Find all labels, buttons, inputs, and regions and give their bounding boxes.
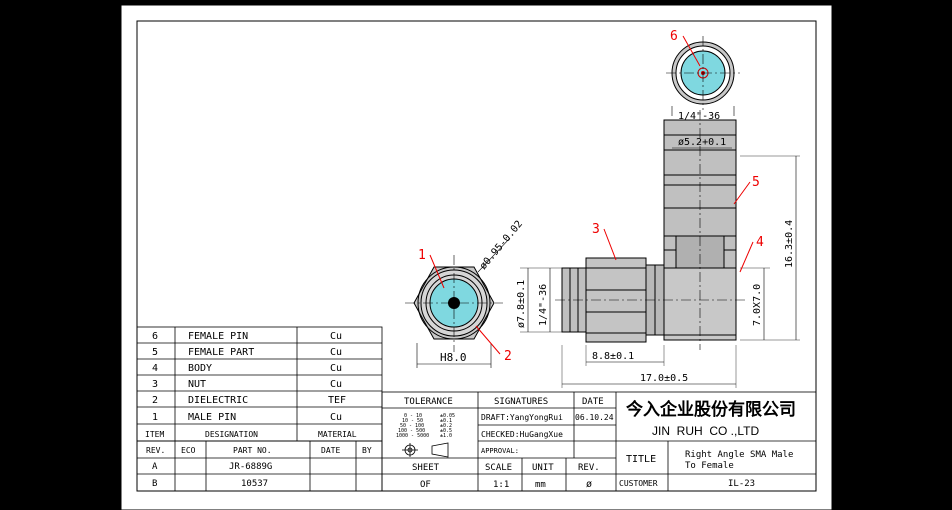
bom-item: 1 — [152, 412, 158, 423]
bom-material: TEF — [328, 395, 346, 406]
callout-4: 4 — [756, 235, 764, 250]
scale-value: 1:1 — [493, 480, 509, 490]
checked-signature: CHECKED:HuGangXue — [481, 430, 563, 439]
bom-header-designation: DESIGNATION — [205, 430, 258, 439]
rev-header-rev: REV. — [146, 446, 165, 455]
unit-value: mm — [535, 480, 546, 490]
company-name-en: JIN RUH CO .,LTD — [652, 424, 759, 438]
customer-value: IL-23 — [728, 479, 755, 489]
draft-signature: DRAFT:YangYongRui — [481, 413, 563, 422]
bom-material: Cu — [330, 347, 342, 358]
rev-row-b-partno: 10537 — [241, 479, 268, 489]
bom-table — [136, 326, 383, 442]
callout-leaders — [429, 35, 754, 355]
rev-row-a-partno: JR-6889G — [229, 462, 272, 472]
bom-material: Cu — [330, 379, 342, 390]
outer-frame — [120, 4, 833, 510]
rev-header-partno: PART NO. — [233, 446, 272, 455]
bom-designation: DIELECTRIC — [188, 395, 248, 406]
dim-body-sq: 7.0X7.0 — [752, 284, 763, 326]
dim-nut-thread: 1/4"-36 — [538, 284, 549, 326]
rev-value: ø — [586, 479, 592, 490]
bom-designation: FEMALE PIN — [188, 331, 248, 342]
bom-designation: MALE PIN — [188, 412, 236, 423]
title-line-1: Right Angle SMA Male — [685, 450, 793, 460]
draft-date: 06.10.24 — [575, 413, 614, 422]
title-block-grid — [381, 391, 817, 492]
rev-header-by: BY — [362, 446, 372, 455]
rev-row-a: A — [152, 462, 158, 472]
tolerance-value: ±0.2 — [440, 423, 452, 429]
date-label: DATE — [582, 397, 604, 407]
unit-label: UNIT — [532, 463, 554, 473]
title-label: TITLE — [626, 454, 656, 465]
callout-6: 6 — [670, 29, 678, 44]
callout-2: 2 — [504, 349, 512, 364]
dim-top-thread: 1/4"-36 — [678, 111, 720, 122]
dim-nut-dia: ø7.8±0.1 — [516, 280, 527, 328]
tolerance-label: TOLERANCE — [404, 397, 453, 407]
tolerance-range: 100 - 500 — [398, 428, 425, 434]
tolerance-range: 10 - 50 — [402, 418, 423, 424]
tolerance-range: 50 - 100 — [400, 423, 424, 429]
rev-label: REV. — [578, 463, 600, 473]
rev-header-date: DATE — [321, 446, 340, 455]
bom-header-material: MATERIAL — [318, 430, 357, 439]
bom-item: 5 — [152, 347, 158, 358]
revision-table — [136, 440, 383, 492]
bom-designation: NUT — [188, 379, 206, 390]
callout-1: 1 — [418, 248, 426, 263]
title-line-2: To Female — [685, 461, 734, 471]
bom-designation: FEMALE PART — [188, 347, 254, 358]
company-name-cn: 今入企业股份有限公司 — [626, 399, 796, 419]
rev-header-eco: ECO — [181, 446, 196, 455]
tolerance-value: ±0.5 — [440, 428, 452, 434]
dim-len-170: 17.0±0.5 — [640, 373, 688, 384]
scale-label: SCALE — [485, 463, 512, 473]
tolerance-value: ±1.0 — [440, 433, 452, 439]
tolerance-value: ±0.1 — [440, 418, 452, 424]
tolerance-range: 0 - 10 — [404, 413, 422, 419]
sheet-value: OF — [420, 480, 431, 490]
dim-inner-dia: ø5.2+0.1 — [678, 137, 726, 148]
approval-signature: APPROVAL: — [481, 447, 519, 455]
signatures-label: SIGNATURES — [494, 397, 548, 407]
hex-end-view — [405, 237, 511, 368]
rev-row-b: B — [152, 479, 157, 489]
callout-3: 3 — [592, 222, 600, 237]
bom-designation: BODY — [188, 363, 212, 374]
bom-header-item: ITEM — [145, 430, 164, 439]
bom-material: Cu — [330, 412, 342, 423]
bom-item: 3 — [152, 379, 158, 390]
sheet-label: SHEET — [412, 463, 440, 473]
bom-item: 4 — [152, 363, 158, 374]
bom-item: 2 — [152, 395, 158, 406]
tolerance-table: 0 - 10 ±0.05 10 - 50 ±0.1 50 - 100 ±0.2 … — [396, 413, 455, 439]
dim-hex: H8.0 — [440, 351, 467, 364]
bom-material: Cu — [330, 331, 342, 342]
side-view — [520, 110, 800, 388]
bom-material: Cu — [330, 363, 342, 374]
customer-label: CUSTOMER — [619, 479, 658, 488]
tolerance-value: ±0.05 — [440, 413, 455, 419]
projection-symbol-icon — [402, 442, 449, 458]
dim-len-88: 8.8±0.1 — [592, 351, 634, 362]
dim-height: 16.3±0.4 — [784, 220, 795, 268]
bom-item: 6 — [152, 331, 158, 342]
top-end-view — [666, 36, 740, 116]
callout-5: 5 — [752, 175, 760, 190]
bom-rows: 6 FEMALE PIN Cu 5 FEMALE PART Cu 4 BODY … — [145, 331, 357, 439]
tolerance-range: 1000 - 5000 — [396, 433, 429, 439]
